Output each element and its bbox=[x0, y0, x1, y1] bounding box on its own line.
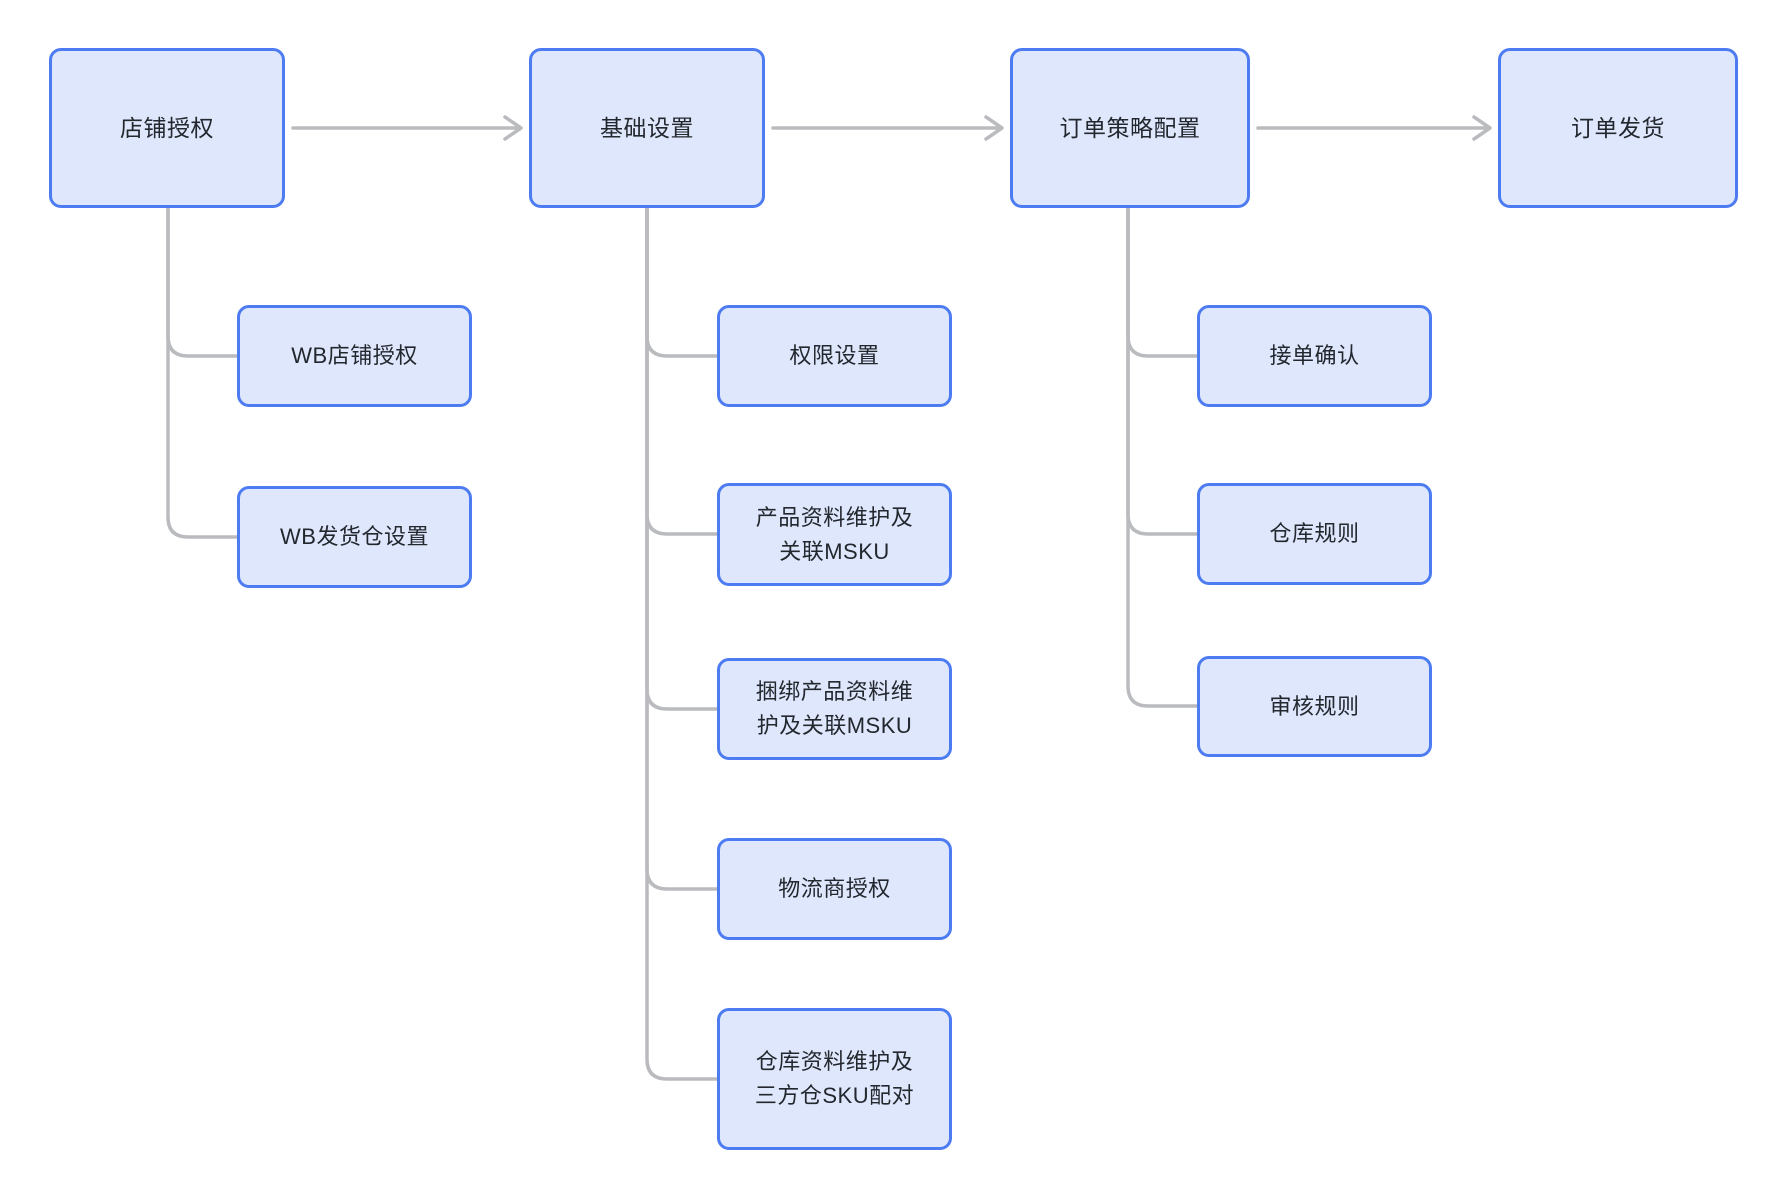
node-warehouse-rules: 仓库规则 bbox=[1197, 483, 1432, 585]
node-wb-shop-authorization-label: WB店铺授权 bbox=[291, 343, 418, 368]
stage-order-shipping: 订单发货 bbox=[1498, 48, 1738, 208]
node-wb-shipping-warehouse-settings-label: WB发货仓设置 bbox=[280, 524, 429, 549]
node-wb-shipping-warehouse-settings: WB发货仓设置 bbox=[237, 486, 472, 588]
branches-stage1 bbox=[166, 206, 239, 539]
arrow-stage3-stage4 bbox=[1256, 115, 1492, 141]
stage-basic-settings: 基础设置 bbox=[529, 48, 765, 208]
node-bundle-product-data-msku-label: 捆绑产品资料维 护及关联MSKU bbox=[755, 679, 914, 738]
node-logistics-provider-authorization: 物流商授权 bbox=[717, 838, 952, 940]
node-bundle-product-data-msku: 捆绑产品资料维 护及关联MSKU bbox=[717, 658, 952, 760]
node-permission-settings: 权限设置 bbox=[717, 305, 952, 407]
stage-shop-authorization: 店铺授权 bbox=[49, 48, 285, 208]
branches-stage2 bbox=[645, 206, 719, 1081]
stage-order-shipping-label: 订单发货 bbox=[1571, 115, 1665, 141]
node-review-rules: 审核规则 bbox=[1197, 656, 1432, 757]
node-warehouse-data-sku-pairing-label: 仓库资料维护及 三方仓SKU配对 bbox=[754, 1049, 915, 1108]
branches-stage3 bbox=[1126, 206, 1199, 708]
node-product-data-msku: 产品资料维护及 关联MSKU bbox=[717, 483, 952, 586]
node-warehouse-data-sku-pairing: 仓库资料维护及 三方仓SKU配对 bbox=[717, 1008, 952, 1150]
node-review-rules-label: 审核规则 bbox=[1269, 693, 1360, 719]
stage-basic-settings-label: 基础设置 bbox=[600, 115, 694, 141]
node-product-data-msku-label: 产品资料维护及 关联MSKU bbox=[755, 504, 914, 564]
node-warehouse-rules-label: 仓库规则 bbox=[1269, 521, 1360, 546]
node-order-acceptance-confirmation: 接单确认 bbox=[1197, 305, 1432, 407]
node-wb-shop-authorization: WB店铺授权 bbox=[237, 305, 472, 407]
node-permission-settings-label: 权限设置 bbox=[789, 343, 880, 368]
stage-shop-authorization-label: 店铺授权 bbox=[120, 115, 214, 141]
arrow-stage2-stage3 bbox=[771, 115, 1004, 141]
stage-order-strategy-config: 订单策略配置 bbox=[1010, 48, 1250, 208]
node-logistics-provider-authorization-label: 物流商授权 bbox=[778, 876, 891, 901]
stage-order-strategy-config-label: 订单策略配置 bbox=[1059, 115, 1201, 141]
arrow-stage1-stage2 bbox=[291, 115, 523, 141]
node-order-acceptance-confirmation-label: 接单确认 bbox=[1269, 343, 1360, 368]
